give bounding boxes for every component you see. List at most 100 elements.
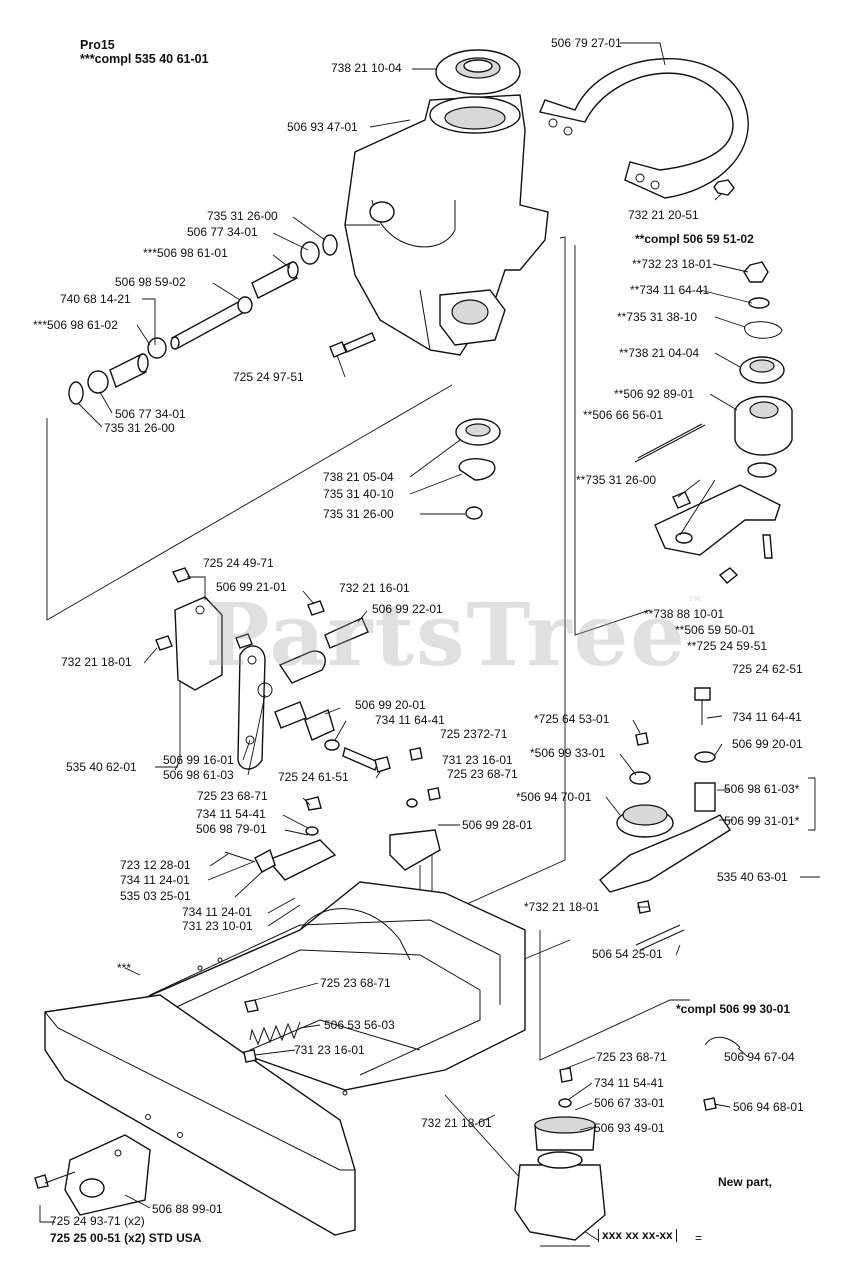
shaft-assembly-part — [68, 234, 338, 405]
assembly-label: **compl 506 59 51-02 — [635, 232, 754, 246]
legend-part-number-box: xxx xx xx-xx — [598, 1229, 677, 1242]
part-label: 506 53 56-03 — [324, 1018, 395, 1032]
front-bumper-part — [44, 994, 356, 1236]
part-label: 734 11 24-01 — [182, 905, 252, 919]
part-label: **506 92 89-01 — [614, 387, 695, 401]
part-label: 725 2372-71 — [440, 727, 508, 741]
part-label: **738 88 10-01 — [644, 607, 725, 621]
part-label: 506 98 59-02 — [115, 275, 186, 289]
part-label: 734 11 64-41 — [375, 713, 445, 727]
part-label: 535 03 25-01 — [120, 889, 191, 903]
part-label: 725 23 68-71 — [320, 976, 391, 990]
canister-part — [514, 1067, 606, 1241]
part-label: *506 99 33-01 — [530, 746, 606, 760]
part-label: **732 23 18-01 — [632, 257, 713, 271]
part-label: 506 98 79-01 — [196, 822, 267, 836]
part-label: 535 40 63-01 — [717, 870, 788, 884]
bolt-part — [329, 332, 376, 358]
part-label: 732 21 18-01 — [421, 1116, 492, 1130]
part-label: 732 21 18-01 — [61, 655, 132, 669]
part-label: 506 99 20-01 — [732, 737, 803, 751]
part-label: 725 25 00-51 (x2) STD USA — [50, 1231, 202, 1245]
part-label: 725 23 68-71 — [447, 767, 518, 781]
part-label: 506 99 31-01* — [724, 814, 800, 828]
part-label: 725 24 49-71 — [203, 556, 274, 570]
linkage-bracket-part — [155, 567, 391, 773]
part-label: 734 11 54-41 — [594, 1076, 664, 1090]
part-label: **738 21 04-04 — [619, 346, 700, 360]
part-label: 732 21 16-01 — [339, 581, 410, 595]
part-label: 506 99 21-01 — [216, 580, 287, 594]
part-label: 506 93 49-01 — [594, 1121, 665, 1135]
part-label: 738 21 05-04 — [323, 470, 394, 484]
part-label: 506 67 33-01 — [594, 1096, 665, 1110]
part-label: 734 11 64-41 — [732, 710, 802, 724]
part-label: 735 31 26-00 — [104, 421, 175, 435]
part-label: **735 31 38-10 — [617, 310, 698, 324]
part-label: 506 88 99-01 — [152, 1202, 223, 1216]
part-label: 725 23 68-71 — [197, 789, 268, 803]
part-label: 506 93 47-01 — [287, 120, 358, 134]
part-label: 506 98 61-03 — [163, 768, 234, 782]
parts-tree-watermark: PartsTree™ — [205, 585, 706, 686]
part-label: 725 24 62-51 — [732, 662, 803, 676]
part-label: 725 23 68-71 — [596, 1050, 667, 1064]
part-label: 734 11 24-01 — [120, 873, 190, 887]
part-label: 506 99 28-01 — [462, 818, 533, 832]
frame-spring-part — [243, 999, 301, 1063]
legend-equals: = — [695, 1231, 703, 1245]
top-bearing-part — [435, 49, 521, 95]
part-label: 725 24 97-51 — [233, 370, 304, 384]
middle-bearing-part — [455, 418, 501, 520]
label-leader-lines — [39, 42, 820, 1247]
part-label: **506 59 50-01 — [675, 623, 756, 637]
part-label: **725 24 59-51 — [687, 639, 768, 653]
part-label: 506 77 34-01 — [115, 407, 186, 421]
part-label: 731 23 10-01 — [182, 919, 253, 933]
part-label: 740 68 14-21 — [60, 292, 131, 306]
part-label: **734 11 64-41 — [630, 283, 710, 297]
part-label: 731 23 16-01 — [442, 753, 513, 767]
part-label: 506 99 20-01 — [355, 698, 426, 712]
right-pulley-stack-part — [634, 261, 793, 584]
part-label: 735 31 26-00 — [207, 209, 278, 223]
part-label: *** — [117, 961, 132, 975]
small-bracket-part — [224, 747, 441, 881]
part-label: 732 21 20-51 — [628, 208, 699, 222]
part-label: 506 94 67-04 — [724, 1050, 795, 1064]
part-label: ***506 98 61-01 — [143, 246, 228, 260]
part-label: 725 24 93-71 (x2) — [50, 1214, 145, 1228]
part-label: 506 99 22-01 — [372, 602, 443, 616]
right-pulley-part — [599, 687, 741, 1111]
part-label: *732 21 18-01 — [524, 900, 600, 914]
part-label: 735 31 26-00 — [323, 507, 394, 521]
part-label: 506 77 34-01 — [187, 225, 258, 239]
part-label: 723 12 28-01 — [120, 858, 191, 872]
handle-bracket-part — [539, 57, 749, 199]
bottom-bracket-part — [34, 1134, 151, 1216]
assembly-number: ***compl 535 40 61-01 — [80, 52, 209, 66]
part-label: 506 94 68-01 — [733, 1100, 804, 1114]
frame-chassis-part — [139, 881, 526, 1108]
part-label: **506 66 56-01 — [583, 408, 664, 422]
part-label: 731 23 16-01 — [294, 1043, 365, 1057]
main-housing-part — [344, 94, 549, 356]
part-label: *725 64 53-01 — [534, 712, 610, 726]
part-label: 506 98 61-03* — [724, 782, 800, 796]
part-label: 738 21 10-04 — [331, 61, 402, 75]
part-label: 734 11 54-41 — [196, 807, 266, 821]
part-label: 506 54 25-01 — [592, 947, 663, 961]
model-name: Pro15 — [80, 38, 115, 52]
legend-caption: New part, — [718, 1175, 773, 1189]
part-label: 725 24 61-51 — [278, 770, 349, 784]
nut-part — [713, 179, 735, 196]
part-label: 535 40 62-01 — [66, 760, 137, 774]
part-label: **735 31 26-00 — [576, 473, 657, 487]
part-label: ***506 98 61-02 — [33, 318, 118, 332]
part-label: 735 31 40-10 — [323, 487, 394, 501]
assembly-label: *compl 506 99 30-01 — [676, 1002, 791, 1016]
part-label: 506 99 16-01 — [163, 753, 234, 767]
part-label: 506 79 27-01 — [551, 36, 622, 50]
part-label: *506 94 70-01 — [516, 790, 592, 804]
